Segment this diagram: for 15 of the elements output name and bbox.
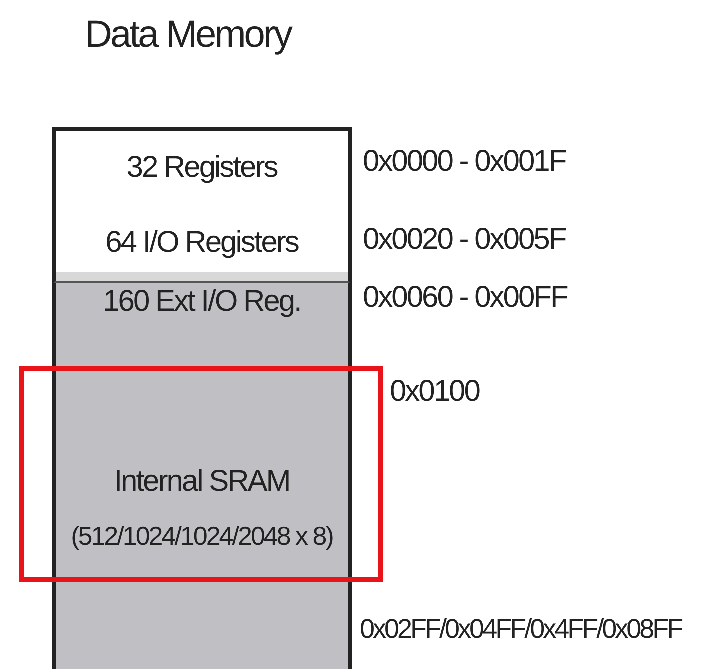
- block-label: Internal SRAM: [114, 465, 290, 499]
- memory-block: [52, 205, 352, 285]
- title: Data Memory: [85, 14, 292, 57]
- address-label: 0x0020 - 0x005F: [363, 223, 566, 257]
- address-label: 0x0100: [390, 375, 480, 409]
- memory-block: [52, 283, 352, 365]
- block-label: 64 I/O Registers: [106, 226, 298, 260]
- memory-block: [52, 127, 352, 207]
- block-label: 32 Registers: [126, 151, 278, 185]
- address-label: 0x0060 - 0x00FF: [363, 281, 568, 315]
- address-label: 0x02FF/0x04FF/0x4FF/0x08FF: [360, 614, 682, 645]
- memory-block: [52, 365, 352, 669]
- block-label: 160 Ext I/O Reg.: [103, 285, 301, 319]
- size-note: (512/1024/1024/2048 x 8): [71, 521, 333, 552]
- address-label: 0x0000 - 0x001F: [363, 145, 566, 179]
